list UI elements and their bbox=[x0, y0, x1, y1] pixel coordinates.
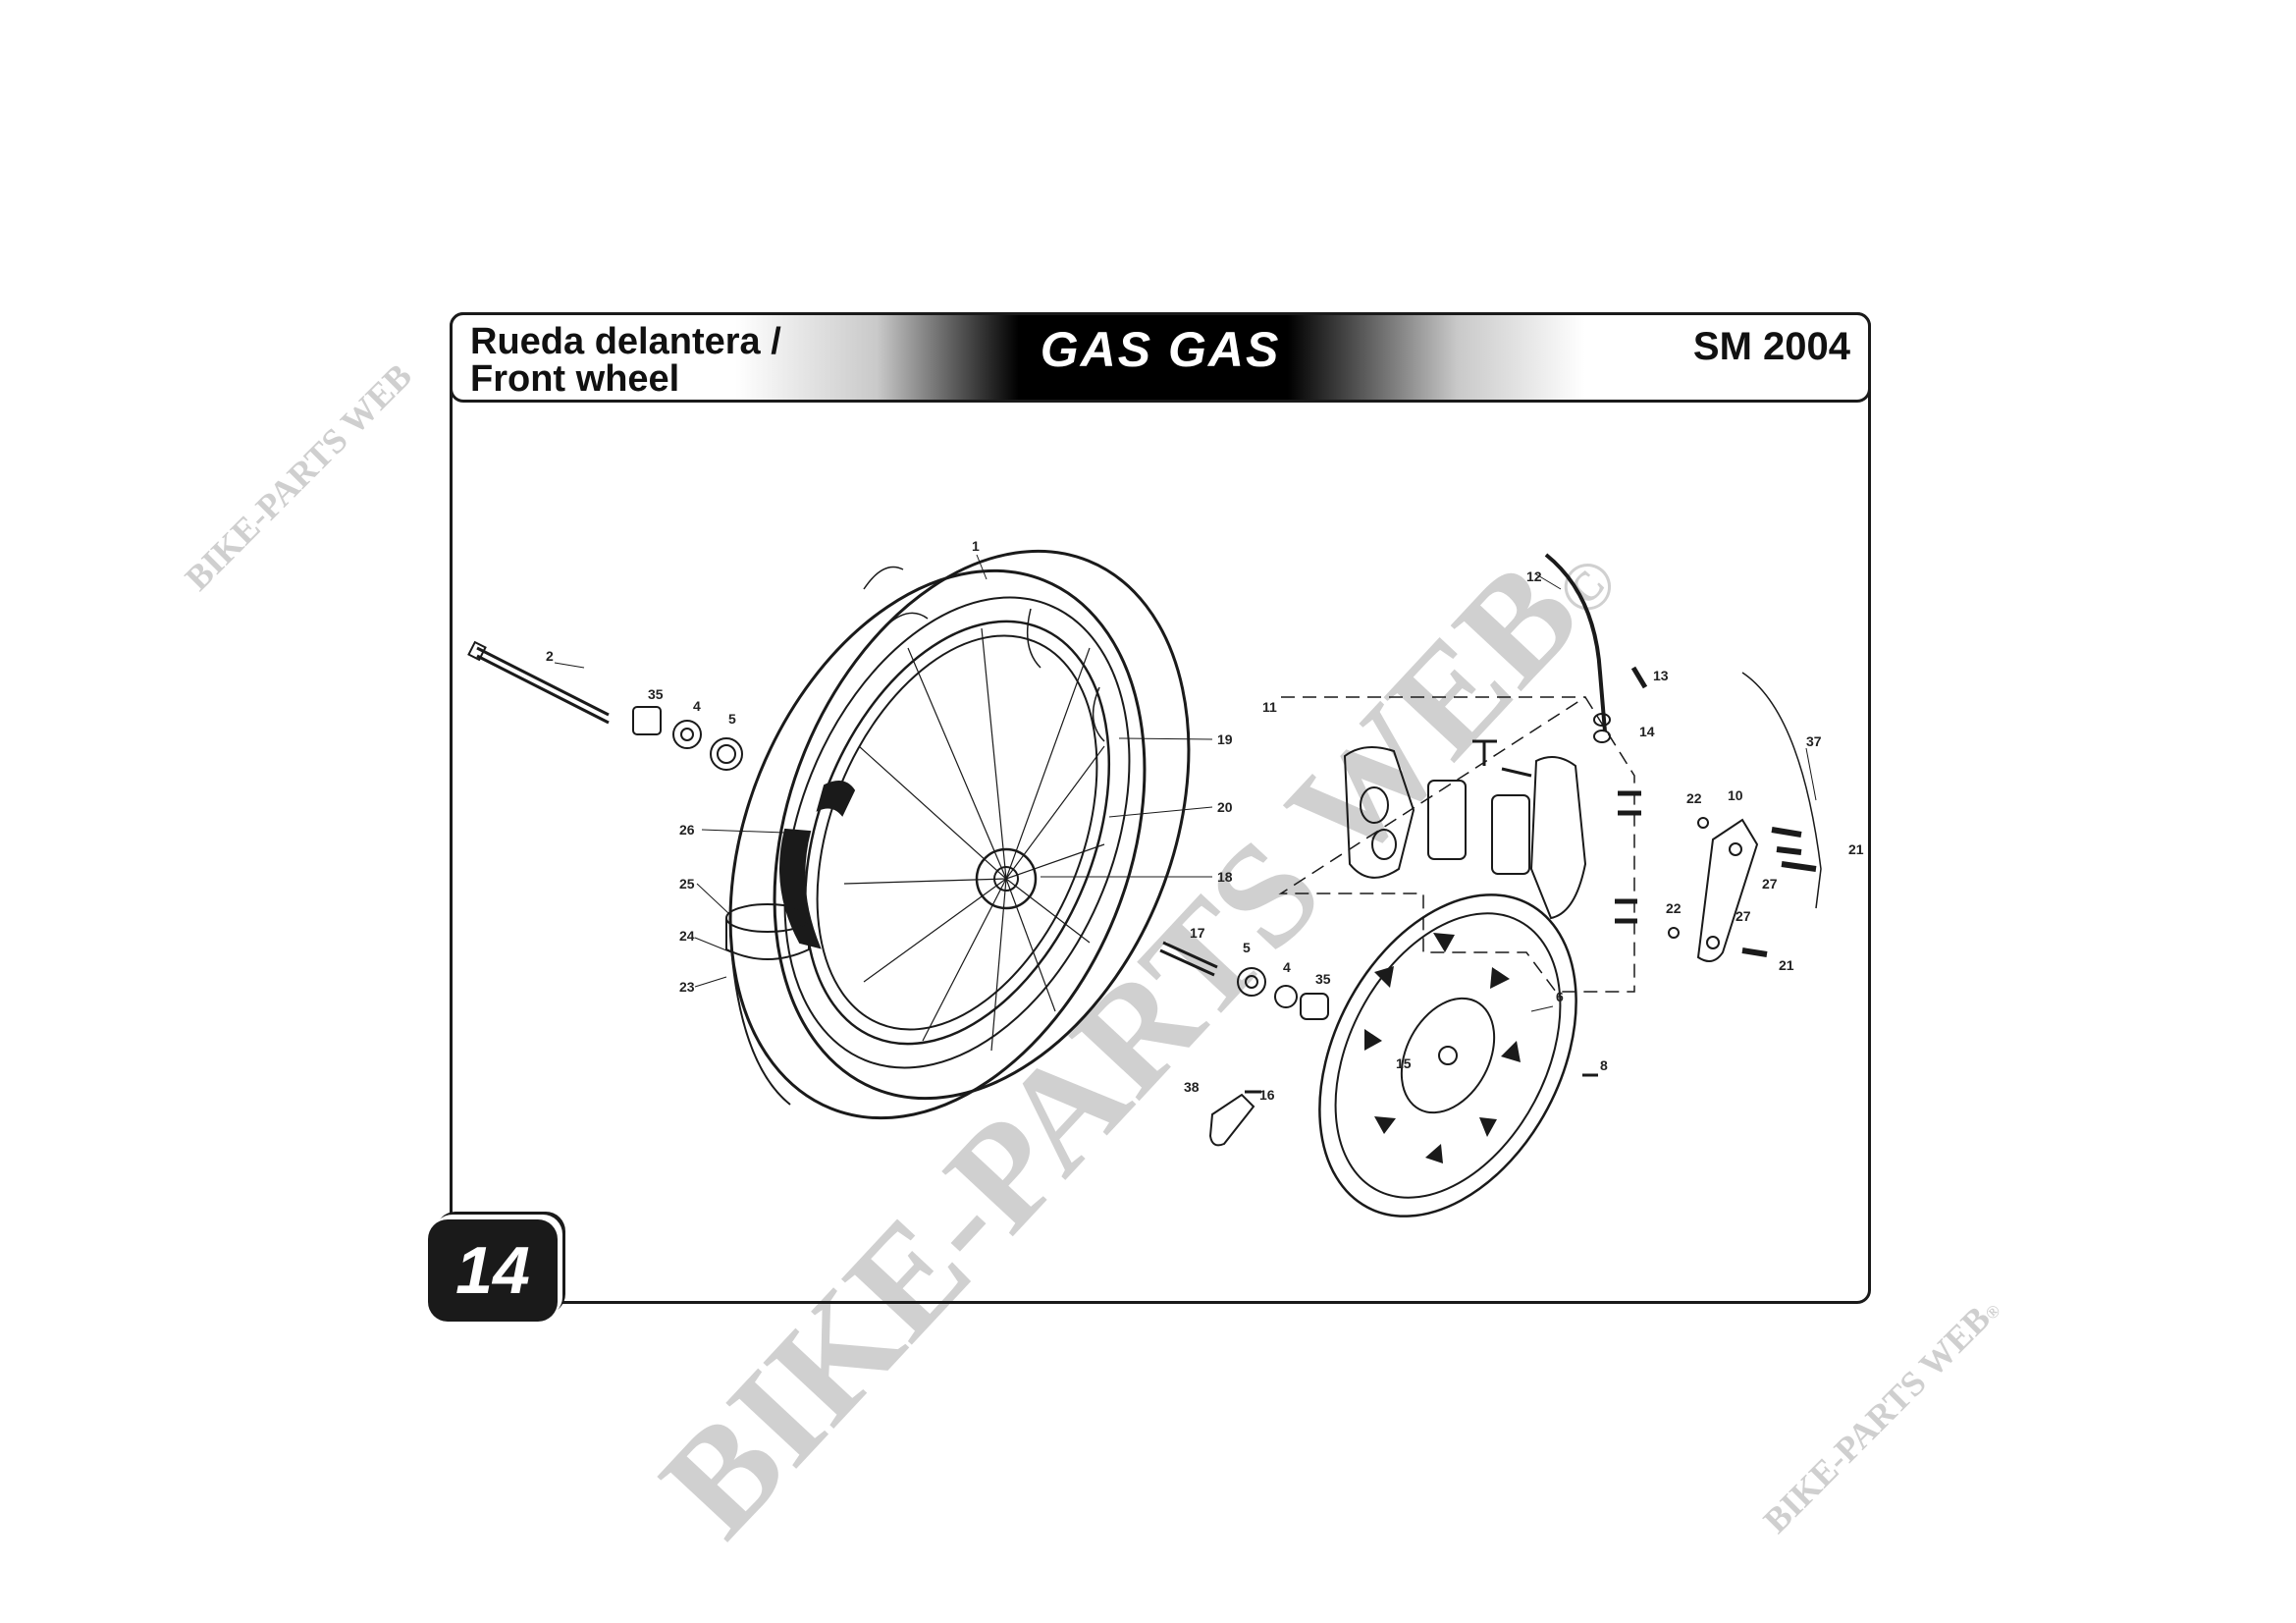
callout-38: 38 bbox=[1184, 1079, 1200, 1095]
callout-26: 26 bbox=[679, 822, 695, 838]
callout-21-bottom: 21 bbox=[1779, 957, 1794, 973]
callout-19: 19 bbox=[1217, 731, 1233, 747]
speedo-cable bbox=[1741, 672, 1822, 909]
callout-13: 13 bbox=[1653, 668, 1669, 683]
callout-14: 14 bbox=[1639, 724, 1655, 739]
inner-tube bbox=[779, 828, 822, 949]
callout-37: 37 bbox=[1806, 733, 1822, 749]
spacer-left bbox=[632, 706, 662, 735]
callout-4-left: 4 bbox=[693, 698, 701, 714]
bearing-right bbox=[1274, 985, 1298, 1008]
callout-15: 15 bbox=[1396, 1055, 1412, 1071]
callout-8: 8 bbox=[1600, 1057, 1608, 1073]
brand-logo: GAS GAS bbox=[1040, 322, 1281, 377]
callout-22-bottom: 22 bbox=[1666, 900, 1682, 916]
callout-12: 12 bbox=[1526, 568, 1542, 584]
brake-pad-2 bbox=[1491, 794, 1530, 875]
page-number: 14 bbox=[455, 1233, 530, 1308]
callout-22-top: 22 bbox=[1686, 790, 1702, 806]
leader-lines bbox=[554, 554, 1817, 1012]
caliper-group-outline bbox=[1278, 695, 1635, 993]
callout-24: 24 bbox=[679, 928, 695, 944]
model-label: SM 2004 bbox=[1692, 325, 1850, 368]
seal-left bbox=[710, 737, 743, 771]
callout-1: 1 bbox=[972, 538, 980, 554]
callout-18: 18 bbox=[1217, 869, 1233, 885]
brake-disc bbox=[1318, 893, 1577, 1217]
title-english: Front wheel bbox=[470, 358, 680, 400]
callout-6: 6 bbox=[1556, 989, 1564, 1004]
callout-27-bottom: 27 bbox=[1735, 908, 1751, 924]
callout-21-top: 21 bbox=[1848, 841, 1864, 857]
callout-27-top: 27 bbox=[1762, 876, 1778, 892]
caliper-bracket bbox=[1696, 818, 1759, 962]
callout-35-right: 35 bbox=[1315, 971, 1331, 987]
callout-11: 11 bbox=[1262, 699, 1277, 715]
caliper-outer bbox=[1343, 746, 1415, 879]
caliper-inner bbox=[1529, 756, 1587, 920]
callout-20: 20 bbox=[1217, 799, 1233, 815]
spacer-right bbox=[1300, 993, 1329, 1020]
callout-4-right: 4 bbox=[1283, 959, 1291, 975]
brake-pad-1 bbox=[1427, 780, 1467, 860]
callout-16: 16 bbox=[1259, 1087, 1275, 1103]
banjo-bolt bbox=[1630, 666, 1648, 689]
sensor-bracket bbox=[1208, 1093, 1255, 1147]
header-bar: Rueda delantera / Front wheel GAS GAS SM… bbox=[450, 312, 1871, 403]
callout-17: 17 bbox=[1190, 925, 1205, 941]
tyre bbox=[728, 549, 1191, 1120]
axle-sleeve bbox=[1159, 941, 1218, 977]
seal-right bbox=[1237, 967, 1266, 997]
callout-2: 2 bbox=[546, 648, 554, 664]
rim-band bbox=[725, 903, 810, 960]
callout-10: 10 bbox=[1728, 787, 1743, 803]
callout-25: 25 bbox=[679, 876, 695, 892]
callout-5-left: 5 bbox=[728, 711, 736, 727]
callout-23: 23 bbox=[679, 979, 695, 995]
title-spanish: Rueda delantera / bbox=[470, 321, 781, 362]
bearing-left bbox=[672, 720, 702, 749]
callout-35-left: 35 bbox=[648, 686, 664, 702]
front-axle bbox=[467, 640, 610, 725]
callout-5-right: 5 bbox=[1243, 940, 1251, 955]
brake-hose bbox=[1544, 553, 1607, 732]
page-badge bbox=[428, 1219, 558, 1322]
